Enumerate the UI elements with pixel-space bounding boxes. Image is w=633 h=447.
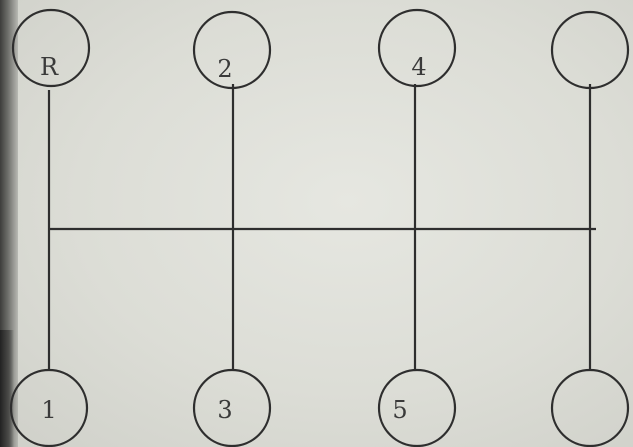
gear-label-2: 2 (217, 55, 232, 83)
gear-label-r: R (40, 53, 59, 81)
gear-label-4: 4 (411, 53, 426, 81)
gear-label-1: 1 (41, 396, 56, 424)
gear-circle-5 (379, 370, 455, 446)
gear-label-3: 3 (217, 396, 232, 424)
gear-circle-bottom-blank (552, 370, 628, 446)
gear-label-5: 5 (392, 396, 407, 424)
gear-circle-top-blank (552, 12, 628, 88)
